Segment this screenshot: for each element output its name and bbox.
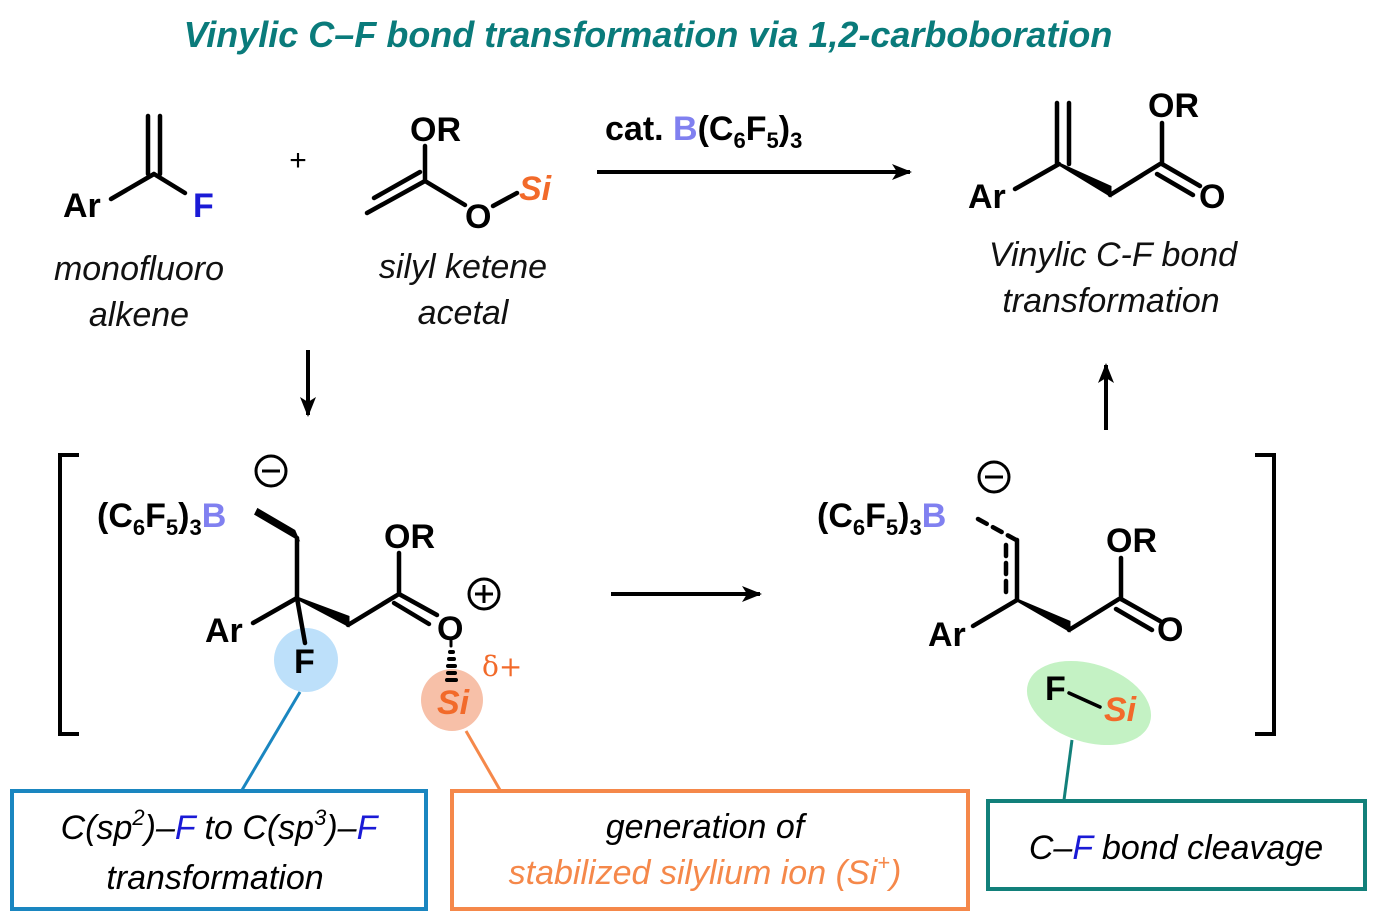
teal-f: F: [1072, 829, 1095, 867]
teal-c: C: [1029, 829, 1054, 867]
ligand-sub3: 3: [910, 515, 922, 540]
teal-dash: –: [1052, 829, 1073, 867]
catalyst-sub3: 3: [790, 128, 802, 153]
product-label-line2: transformation: [1002, 282, 1219, 320]
product-aryl-label: Ar: [968, 178, 1006, 216]
intermediate1-structure: [250, 507, 458, 682]
ligand-sub5: 5: [166, 515, 178, 540]
orange-callout-line2: stabilized silylium ion (Si+): [509, 850, 902, 892]
ligand-f: F: [865, 497, 886, 535]
ligand-sub6: 6: [853, 515, 865, 540]
negative-charge-icon: [254, 454, 288, 488]
catalyst-prefix: cat.: [605, 110, 673, 148]
ligand-sub6: 6: [133, 515, 145, 540]
intermediate1-oxonium-oxygen: O: [437, 610, 463, 648]
blue-text-c: to C(sp: [195, 809, 314, 847]
fsi-silicon-atom: Si: [1104, 691, 1138, 729]
blue-sup2: 3: [314, 805, 327, 830]
blue-callout-line1: C(sp2)–F to C(sp3)–F: [61, 805, 380, 847]
monofluoroalkene-structure: [108, 113, 188, 202]
intermediate1-fluorine-atom: F: [294, 643, 315, 681]
ligand-c: (C: [817, 497, 853, 535]
ligand-sub5: 5: [886, 515, 898, 540]
intermediate2-aryl-label: Ar: [928, 616, 966, 654]
positive-charge-icon: [467, 577, 501, 611]
intermediate2-carbonyl-oxygen: O: [1157, 611, 1183, 649]
blue-callout-box: [10, 789, 428, 911]
scheme-title: Vinylic C–F bond transformation via 1,2-…: [184, 14, 1113, 55]
silyl-ketene-acetal-label-line1: silyl ketene: [379, 248, 547, 286]
blue-text-a: C(sp: [61, 809, 133, 847]
blue-f2: F: [357, 809, 380, 847]
orange-text-a: stabilized silylium ion (Si: [509, 854, 879, 892]
ligand-sub3: 3: [190, 515, 202, 540]
product-carbonyl-oxygen: O: [1199, 178, 1225, 216]
catalyst-c: (C: [698, 110, 734, 148]
teal-callout-box: [986, 799, 1367, 891]
product-structure: [1012, 100, 1203, 198]
catalyst-sub5: 5: [767, 128, 779, 153]
catalyst-boron: B: [673, 110, 698, 148]
monofluoroalkene-label-line1: monofluoro: [54, 250, 224, 288]
or-group: OR: [410, 111, 461, 149]
catalyst-label: cat. B(C6F5)3: [605, 110, 802, 153]
silicon-highlight: [421, 669, 483, 731]
fluorine-highlight: [274, 628, 338, 692]
partial-positive-label: δ+: [482, 650, 522, 683]
intermediate2-borate-ligands: (C6F5)3B: [817, 497, 946, 540]
intermediate2-or-group: OR: [1106, 522, 1157, 560]
oxygen-atom: O: [465, 198, 491, 236]
intermediate1-aryl-label: Ar: [205, 612, 243, 650]
blue-callout-leader: [240, 691, 302, 791]
teal-callout-text: C–F bond cleavage: [1029, 829, 1323, 867]
left-bracket: [58, 453, 79, 736]
silicon-atom: Si: [519, 170, 553, 208]
fluorine-atom: F: [193, 187, 214, 225]
ligand-c: (C: [97, 497, 133, 535]
orange-callout-box: [450, 789, 970, 911]
negative-charge-icon: [977, 460, 1011, 494]
product-label-line1: Vinylic C-F bond: [989, 236, 1238, 274]
boron-atom: B: [922, 497, 947, 535]
fsi-fluorine-atom: F: [1045, 670, 1066, 708]
blue-text-d: )–: [322, 809, 357, 847]
plus-sign: +: [289, 144, 307, 177]
blue-callout-line2: transformation: [106, 859, 323, 897]
intermediate1-borate-ligands: (C6F5)3B: [97, 497, 226, 540]
ligand-close: ): [178, 497, 189, 535]
orange-callout-leader: [464, 730, 502, 791]
catalyst-f: F: [746, 110, 767, 148]
product-or-group: OR: [1148, 87, 1199, 125]
intermediate1-silicon-atom: Si: [437, 684, 471, 722]
right-bracket: [1255, 453, 1276, 736]
blue-f1: F: [175, 809, 198, 847]
catalyst-sub6: 6: [734, 128, 746, 153]
intermediate1-or-group: OR: [384, 518, 435, 556]
boron-atom: B: [202, 497, 227, 535]
silyl-ketene-acetal-label-line2: acetal: [418, 294, 510, 332]
orange-text-b: ): [886, 854, 901, 892]
orange-callout-line1: generation of: [606, 808, 808, 846]
intermediate2-structure: [970, 516, 1163, 709]
aryl-label: Ar: [63, 187, 101, 225]
catalyst-close: ): [779, 110, 790, 148]
monofluoroalkene-label-line2: alkene: [89, 296, 189, 334]
teal-rest: bond cleavage: [1093, 829, 1324, 867]
ligand-close: ): [898, 497, 909, 535]
silyl-ketene-acetal-structure: [364, 143, 520, 216]
orange-sup: +: [877, 850, 890, 875]
blue-text-b: )–: [141, 809, 176, 847]
ligand-f: F: [145, 497, 166, 535]
teal-callout-leader: [1062, 739, 1074, 801]
blue-sup1: 2: [131, 805, 144, 830]
